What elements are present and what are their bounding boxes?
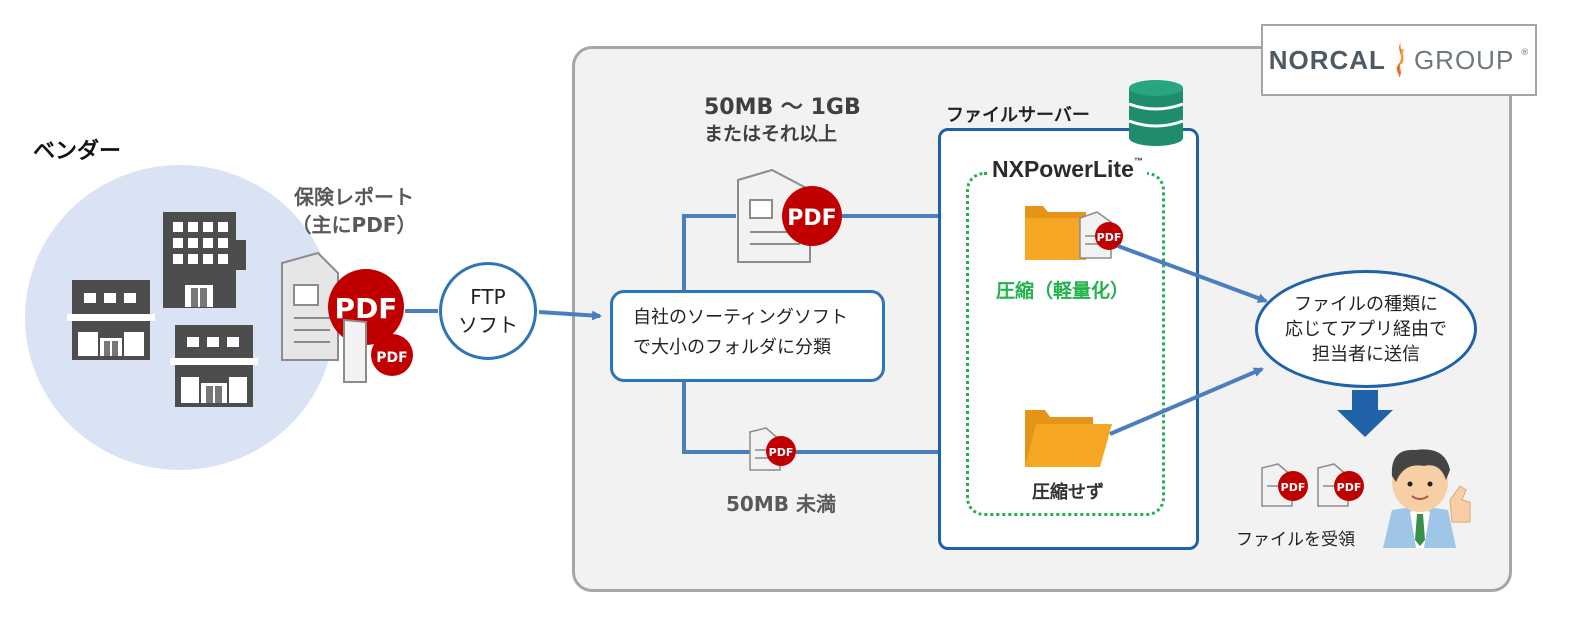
pdf-badge-text: PDF [376,350,407,366]
pdf-document-icon [737,168,842,263]
ftp-software-node: FTP ソフト [439,262,537,360]
send-line2: 応じてアプリ経由で [1285,318,1447,340]
pdf-badge-text: PDF [1337,481,1362,494]
sorting-line1: 自社のソーティングソフト [633,307,848,328]
down-arrow-icon [1337,390,1393,437]
flame-icon [1396,42,1404,78]
pdf-badge-text: PDF [1097,231,1122,244]
large-files-note: またはそれ以上 [704,123,838,145]
pdf-badge-text: PDF [787,206,836,231]
logo-registered-mark: ® [1520,48,1530,58]
uncompressed-label: 圧縮せず [1032,482,1104,503]
sorting-line2: で大小のフォルダに分類 [633,337,831,358]
pdf-document-icon [1261,463,1364,507]
receive-label: ファイルを受領 [1236,530,1355,550]
file-server-label: ファイルサーバー [946,105,1090,126]
folder-icon [1025,206,1123,260]
pdf-badge-text: PDF [1281,481,1306,494]
folder-icon [1025,410,1112,467]
pdf-document-icon [281,251,413,383]
send-to-staff-node: ファイルの種類に 応じてアプリ経由で 担当者に送信 [1255,270,1477,388]
person-thumbs-up-icon [1383,449,1471,548]
small-files-size: 50MB 未満 [726,492,836,516]
nxpowerlite-name: NXPowerLite [992,156,1134,182]
logo-norcal-text: NORCAL [1268,44,1386,75]
norcal-group-logo: NORCAL GROUP ® [1261,24,1537,96]
send-line1: ファイルの種類に [1294,293,1438,315]
file-server-box [938,128,1199,550]
logo-group-text: GROUP [1413,44,1515,75]
pdf-badge-text: PDF [769,446,794,459]
nxpowerlite-tm: ™ [1133,156,1143,166]
database-icon [1128,80,1184,146]
report-label-line2: （主にPDF） [291,213,417,237]
vendor-title: ベンダー [33,139,122,164]
pdf-document-icon [749,427,796,471]
ftp-line2: ソフト [458,313,518,337]
compressed-label: 圧縮（軽量化） [996,280,1130,302]
report-label: 保険レポート （主にPDF） [284,183,424,239]
report-label-line1: 保険レポート [294,185,414,209]
ftp-line1: FTP [470,285,506,309]
pdf-badge-text: PDF [335,292,398,325]
large-files-size: 50MB ～ 1GB [704,95,861,120]
send-line3: 担当者に送信 [1312,343,1420,365]
sorting-software-node: 自社のソーティングソフト で大小のフォルダに分類 [610,290,885,382]
nxpowerlite-label: NXPowerLite™ [988,156,1147,183]
